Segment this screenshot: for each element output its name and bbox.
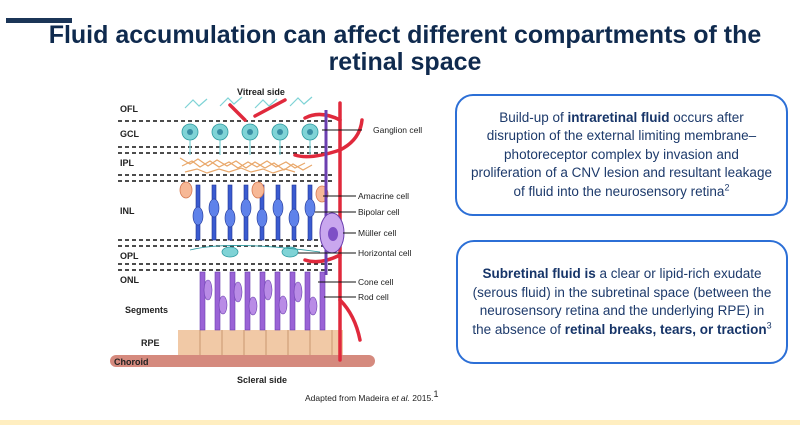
reference-1: 1	[434, 389, 439, 399]
amacrine-cells	[180, 182, 328, 202]
cell-label-ganglion: Ganglion cell	[373, 125, 422, 135]
layer-label-choroid: Choroid	[114, 357, 149, 367]
cell-label-rod: Rod cell	[358, 292, 389, 302]
layer-label-gcl: GCL	[120, 129, 139, 139]
choroid-layer	[110, 355, 375, 367]
cell-label-bipolar: Bipolar cell	[358, 207, 400, 217]
cell-label-horizontal: Horizontal cell	[358, 248, 411, 258]
subretinal-fluid-box: Subretinal fluid is a clear or lipid-ric…	[456, 240, 788, 364]
intraretinal-fluid-text: Build-up of intraretinal fluid occurs af…	[469, 109, 774, 202]
retinal-breaks-term: retinal breaks, tears, or traction	[565, 322, 767, 337]
cell-label-muller: Müller cell	[358, 228, 396, 238]
vitreal-side-label: Vitreal side	[237, 87, 285, 97]
horizontal-cells	[190, 245, 320, 257]
ipl-texture	[180, 158, 312, 173]
rpe-layer	[178, 330, 343, 355]
layer-label-opl: OPL	[120, 251, 139, 261]
cell-label-cone: Cone cell	[358, 277, 393, 287]
reference-2: 2	[724, 182, 729, 192]
reference-3: 3	[767, 320, 772, 330]
intraretinal-fluid-box: Build-up of intraretinal fluid occurs af…	[455, 94, 788, 216]
layer-label-ofl: OFL	[120, 104, 138, 114]
cell-label-amacrine: Amacrine cell	[358, 191, 409, 201]
layer-label-inl: INL	[120, 206, 135, 216]
footer-bar	[0, 420, 800, 425]
intraretinal-fluid-term: intraretinal fluid	[568, 110, 670, 125]
photoreceptors	[200, 272, 325, 330]
layer-label-ipl: IPL	[120, 158, 134, 168]
scleral-side-label: Scleral side	[237, 375, 287, 385]
layer-label-rpe: RPE	[141, 338, 160, 348]
layer-label-onl: ONL	[120, 275, 139, 285]
layer-label-segments: Segments	[125, 305, 168, 315]
subretinal-fluid-text: Subretinal fluid is a clear or lipid-ric…	[470, 265, 774, 339]
figure-caption: Adapted from Madeira et al. 2015.1	[305, 393, 439, 403]
subretinal-fluid-term: Subretinal fluid is	[482, 266, 595, 281]
